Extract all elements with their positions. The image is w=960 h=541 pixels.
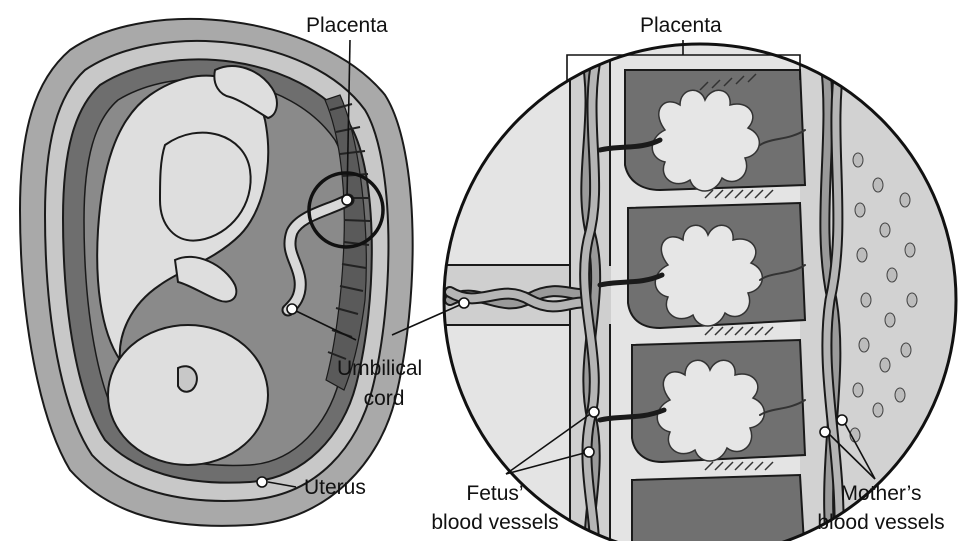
magnify-circle [307,171,385,249]
marker-dots [256,194,848,488]
label-mother-line1: Mother’s [840,482,922,505]
spiral-arteries [699,73,774,471]
magnified-circle-border [442,42,958,541]
maternal-vessels [759,54,846,541]
label-placenta-left: Placenta [306,14,388,37]
label-mother-line2: blood vessels [817,511,945,534]
label-fetus-line2: blood vessels [431,511,559,534]
leader-lines [267,39,876,488]
label-umbilical-cord-line1: Umbilical [337,357,423,380]
villi [651,89,765,462]
magnified-view [444,44,956,541]
label-fetus-line1: Fetus’ [466,482,524,505]
label-placenta-right: Placenta [640,14,722,37]
label-umbilical-cord-line2: cord [363,387,405,410]
umbilical-cord [281,193,355,317]
maternal-blood-cells [849,152,918,443]
label-uterus: Uterus [304,476,366,499]
fetal-vessels [444,44,667,541]
fetus [96,65,278,466]
